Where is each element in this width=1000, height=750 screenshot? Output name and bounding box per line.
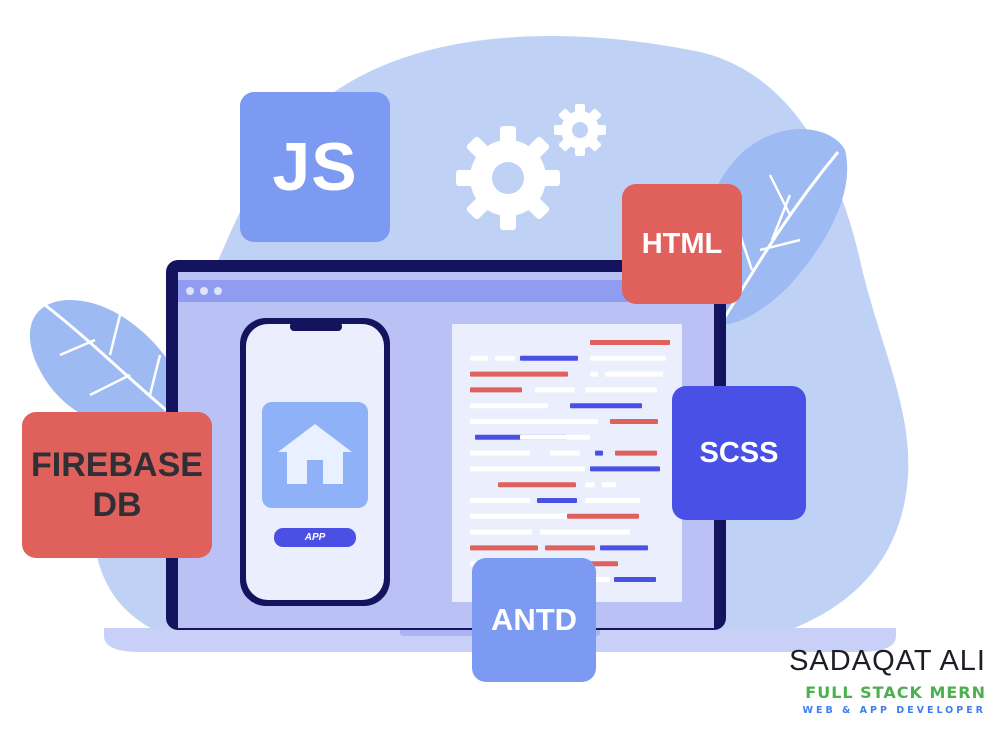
code-line	[540, 529, 630, 535]
leaf-icon	[29, 300, 186, 428]
gear-icon	[554, 104, 606, 156]
firebase-tile-label-line2: DB	[92, 486, 142, 524]
code-line	[470, 371, 568, 377]
window-dot	[186, 287, 194, 295]
code-line	[615, 450, 657, 456]
code-line	[470, 450, 530, 456]
code-line	[570, 403, 642, 409]
code-line	[537, 498, 577, 503]
code-line	[595, 450, 603, 456]
firebase-tile: FIREBASE DB	[22, 412, 212, 558]
code-line	[585, 387, 657, 393]
code-line	[545, 545, 595, 551]
code-line	[590, 355, 666, 361]
code-line	[520, 355, 578, 361]
antd-tile-label: ANTD	[490, 602, 578, 637]
window-titlebar	[178, 280, 714, 302]
code-line	[585, 482, 595, 488]
phone-notch	[290, 322, 342, 331]
code-line	[610, 419, 658, 424]
code-line	[550, 450, 580, 456]
code-line	[614, 577, 656, 582]
window-dot	[214, 287, 222, 295]
code-lines	[470, 340, 670, 582]
code-line	[567, 513, 639, 519]
code-line	[470, 498, 530, 503]
gear-icon	[456, 126, 560, 230]
js-tile-label: JS	[272, 129, 358, 205]
code-line	[470, 529, 532, 535]
antd-tile: ANTD	[472, 558, 596, 682]
code-line	[470, 355, 488, 361]
scss-tile: SCSS	[672, 386, 806, 520]
scss-tile-label: SCSS	[699, 436, 779, 469]
code-line	[495, 355, 515, 361]
firebase-tile-label-line1: FIREBASE	[31, 446, 203, 484]
code-line	[590, 466, 660, 472]
code-line	[600, 545, 648, 551]
brand-block: SADAQAT ALI FULL STACK MERN WEB & APP DE…	[766, 644, 986, 718]
app-button[interactable]	[274, 528, 356, 547]
home-door	[307, 460, 323, 484]
window-dot	[200, 287, 208, 295]
brand-title: FULL STACK MERN	[805, 683, 986, 702]
code-line	[470, 545, 538, 551]
js-tile: JS	[240, 92, 390, 242]
code-line	[470, 387, 522, 393]
html-tile: HTML	[622, 184, 742, 304]
code-line	[470, 403, 548, 409]
code-panel	[452, 324, 682, 602]
code-line	[588, 561, 618, 567]
code-line	[585, 498, 640, 503]
app-button-label: APP	[304, 532, 326, 543]
code-line	[535, 387, 575, 393]
code-line	[602, 482, 616, 488]
code-line	[605, 371, 663, 377]
brand-name: SADAQAT ALI	[789, 645, 986, 677]
code-line	[520, 434, 590, 440]
code-line	[590, 371, 598, 377]
code-line	[470, 419, 598, 424]
html-tile-label: HTML	[641, 227, 723, 260]
brand-subtitle: WEB & APP DEVELOPER	[802, 705, 986, 716]
code-line	[590, 340, 670, 345]
code-line	[498, 482, 576, 488]
code-line	[470, 466, 585, 472]
